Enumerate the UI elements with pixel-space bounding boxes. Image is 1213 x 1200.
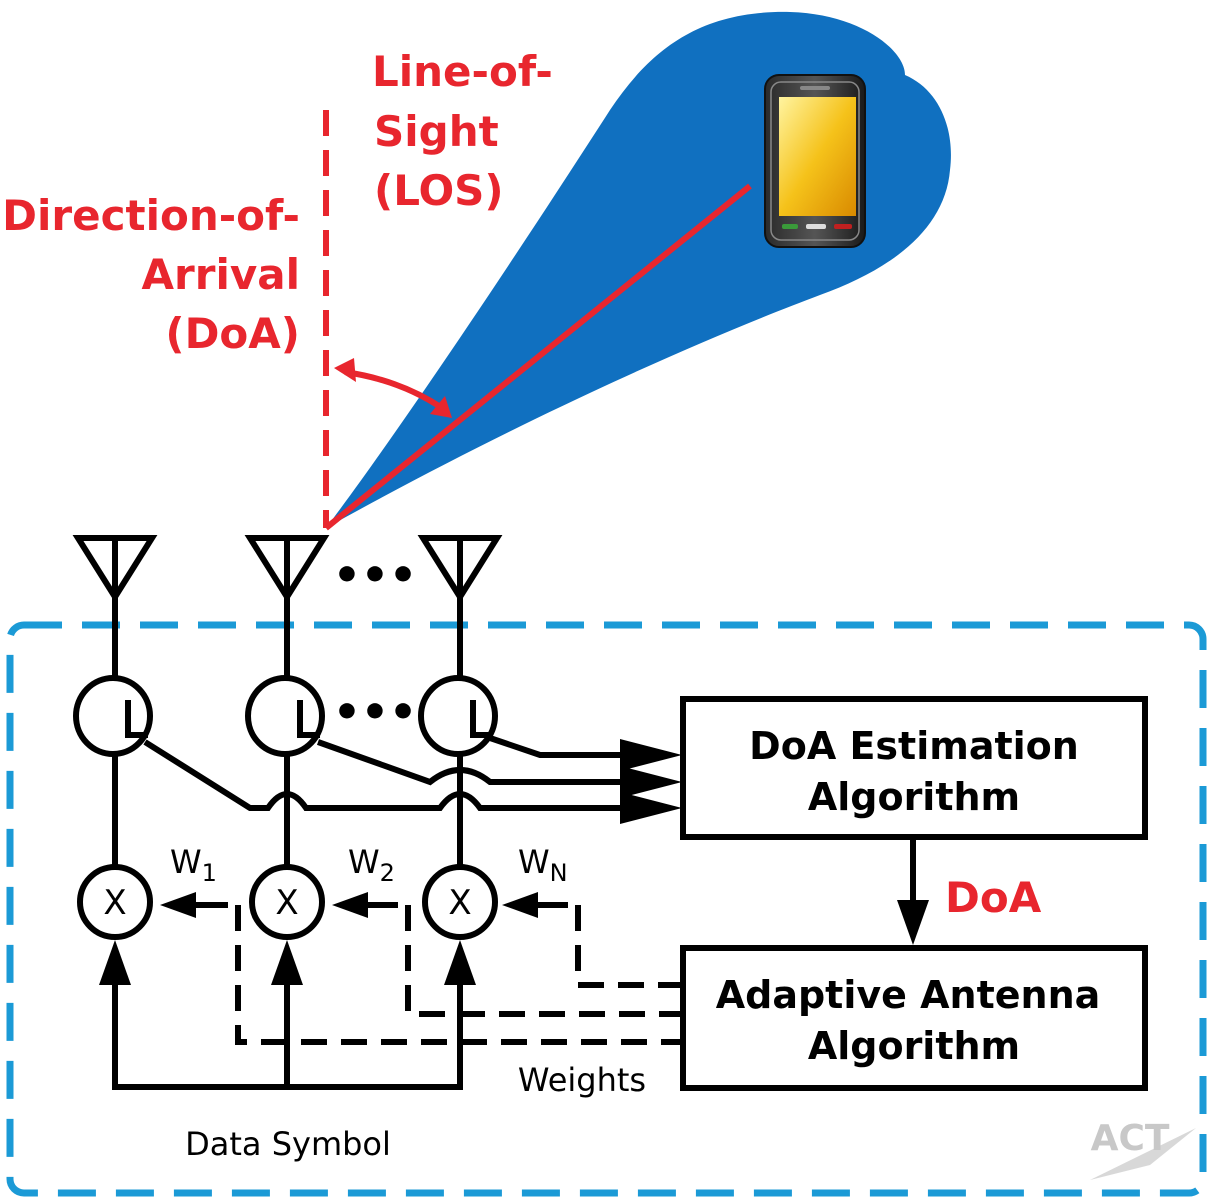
data-symbol-bus (112, 975, 463, 1090)
los-label-line3: (LOS) (374, 166, 504, 215)
weight-arrowheads (160, 892, 538, 918)
smartphone-icon (764, 74, 866, 248)
doa-angle-arc (334, 358, 452, 418)
los-line (324, 183, 752, 531)
coupler (245, 675, 325, 757)
multiplier-symbol: X (275, 883, 298, 923)
weight-label-wn: WN (518, 843, 568, 887)
weight-label-w1: W1 (170, 843, 217, 887)
weight-label-w2: W2 (348, 843, 395, 887)
weight-lines (235, 905, 680, 1045)
multiplier: X (77, 864, 153, 940)
coupler (418, 675, 498, 757)
multiplier-symbol: X (448, 883, 471, 923)
weights-label: Weights (518, 1061, 646, 1099)
doa-estimation-subtitle: Algorithm (808, 775, 1020, 819)
los-label-line2: Sight (374, 107, 499, 156)
system-boundary (6, 621, 1207, 1197)
act-logo-text: ACT (1091, 1118, 1170, 1159)
los-label-line1: Line-of- (372, 47, 553, 96)
antenna-ellipsis: ••• (333, 550, 417, 601)
sample-lines (143, 735, 630, 811)
doa-estimation-box (680, 696, 1148, 840)
multiplier-symbol: X (103, 883, 126, 923)
doa-label-line1: Direction-of- (2, 191, 300, 240)
multiplier: X (422, 864, 498, 940)
multiplier: X (249, 864, 325, 940)
doa-output-label: DoA (945, 873, 1042, 922)
sample-arrowheads (620, 739, 682, 824)
antenna-icon (72, 535, 158, 603)
act-logo: ACT (1090, 1118, 1196, 1180)
data-symbol-label: Data Symbol (185, 1125, 391, 1163)
doa-label-line3: (DoA) (165, 309, 300, 358)
coupler (73, 675, 153, 757)
doa-output-arrowhead (897, 900, 929, 945)
doa-label-line2: Arrival (142, 250, 300, 299)
doa-estimation-title: DoA Estimation (749, 724, 1079, 768)
adaptive-antenna-title: Adaptive Antenna (716, 973, 1101, 1017)
coupler-ellipsis: ••• (333, 687, 417, 738)
antenna-icon (417, 535, 503, 603)
adaptive-antenna-subtitle: Algorithm (808, 1024, 1020, 1068)
antenna-icon (244, 535, 330, 603)
adaptive-antenna-box (680, 945, 1148, 1091)
data-symbol-arrowheads (99, 940, 476, 985)
